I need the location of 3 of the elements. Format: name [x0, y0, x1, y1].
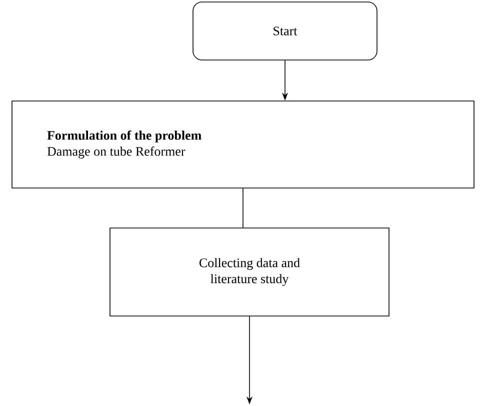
process-box: Collecting data and literature study: [110, 228, 390, 316]
process-box: Formulation of the problem Damage on tube Reformer: [12, 100, 474, 188]
terminal-box: Start: [192, 2, 378, 60]
